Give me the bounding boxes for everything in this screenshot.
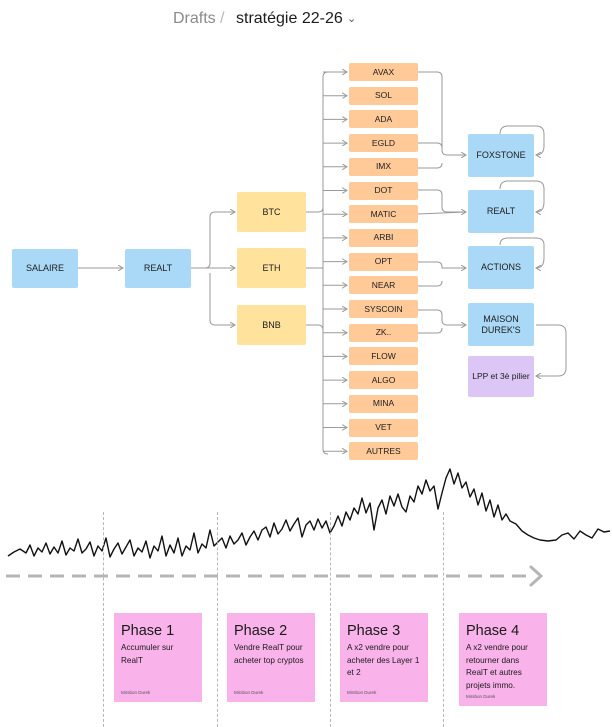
realt-source-node[interactable]: REALT (125, 249, 191, 288)
phase-divider (217, 512, 218, 727)
realt-target-node[interactable]: REALT (468, 190, 534, 233)
phase-body: Vendre RealT pour acheter top cryptos (234, 643, 304, 665)
breadcrumb: Drafts / stratégie 22-26 ⌄ (0, 0, 612, 40)
altcoin-node[interactable]: AUTRES (349, 442, 418, 461)
phase-divider (103, 512, 104, 727)
phase-title: Phase 4 (466, 623, 520, 639)
phase-divider (330, 512, 331, 727)
arrow-right-icon (529, 565, 544, 587)
altcoin-node[interactable]: ADA (349, 110, 418, 129)
phase-author: Mirsbon Durek (234, 690, 264, 695)
altcoin-node[interactable]: AVAX (349, 63, 418, 81)
phase-body: Accumuler sur RealT (121, 643, 174, 665)
phase-author: Mirsbon Durek (347, 690, 377, 695)
phase-4-sticky[interactable]: Phase 4 A x2 vendre pour retourner dans … (459, 613, 547, 706)
altcoin-node[interactable]: VET (349, 418, 418, 437)
eth-node[interactable]: ETH (237, 248, 306, 288)
phase-1-sticky[interactable]: Phase 1 Accumuler sur RealT Mirsbon Dure… (114, 613, 202, 702)
maison-node[interactable]: MAISON DUREK'S (468, 303, 534, 346)
phase-2-sticky[interactable]: Phase 2 Vendre RealT pour acheter top cr… (227, 613, 315, 702)
breadcrumb-root[interactable]: Drafts (173, 10, 216, 27)
bnb-node[interactable]: BNB (237, 305, 306, 345)
altcoin-node[interactable]: NEAR (349, 276, 418, 295)
salaire-node[interactable]: SALAIRE (12, 249, 78, 288)
altcoin-node[interactable]: DOT (349, 181, 418, 200)
altcoin-node[interactable]: IMX (349, 157, 418, 176)
phase-author: Mirsbon Durek (466, 694, 496, 699)
phase-title: Phase 3 (347, 623, 401, 639)
altcoin-node[interactable]: ZK.. (349, 323, 418, 342)
breadcrumb-separator: / (220, 10, 225, 27)
altcoin-node[interactable]: MATIC (349, 205, 418, 224)
actions-node[interactable]: ACTIONS (468, 246, 534, 289)
altcoin-node[interactable]: EGLD (349, 134, 418, 153)
btc-node[interactable]: BTC (237, 192, 306, 232)
phase-title: Phase 1 (121, 623, 175, 639)
phase-3-sticky[interactable]: Phase 3 A x2 vendre pour acheter des Lay… (340, 613, 428, 702)
phase-title: Phase 2 (234, 623, 288, 639)
altcoin-node[interactable]: SYSCOIN (349, 300, 418, 318)
altcoin-node[interactable]: ALGO (349, 371, 418, 390)
altcoin-node[interactable]: ARBI (349, 228, 418, 247)
document-title[interactable]: stratégie 22-26 (236, 10, 343, 27)
phase-body: A x2 vendre pour retourner dans RealT et… (466, 643, 528, 690)
altcoin-node[interactable]: OPT (349, 252, 418, 271)
altcoin-node[interactable]: MINA (349, 394, 418, 413)
market-cycle-curve (7, 468, 611, 559)
foxstone-node[interactable]: FOXSTONE (468, 134, 534, 177)
altcoin-node[interactable]: SOL (349, 86, 418, 105)
phase-author: Mirsbon Durek (121, 690, 151, 695)
phase-divider (443, 512, 444, 727)
phase-body: A x2 vendre pour acheter des Layer 1 et … (347, 643, 420, 677)
altcoin-node[interactable]: FLOW (349, 347, 418, 366)
lpp-node[interactable]: LPP et 3è pilier (468, 356, 534, 397)
chevron-down-icon[interactable]: ⌄ (347, 13, 357, 25)
